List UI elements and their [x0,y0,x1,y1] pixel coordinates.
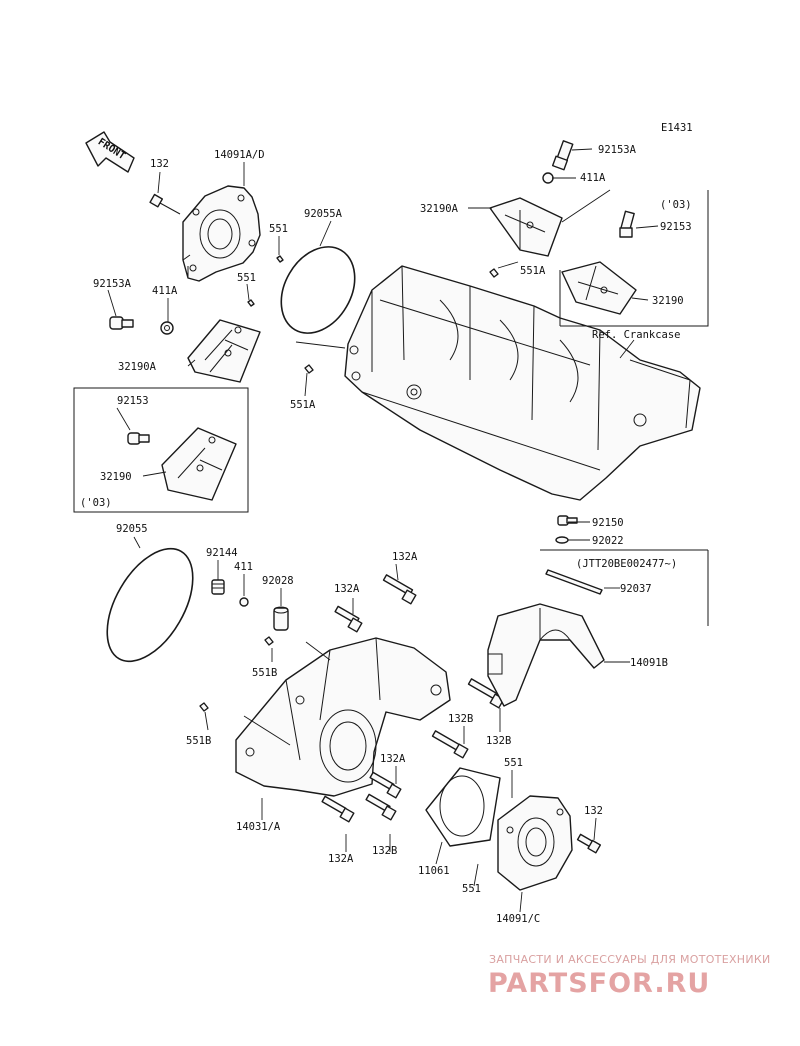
bolt-92153a-left [109,316,134,330]
callout-92055a: 92055A [304,208,343,220]
bolt-132-right [576,833,602,854]
year-note-right: ('03) [660,199,692,211]
callout-551a-left: 551A [290,399,316,411]
callout-32190a-left: 32190A [118,361,157,373]
gasket-11061 [425,767,501,847]
cover-14091b [487,603,605,707]
washer-92022 [555,536,569,544]
watermark-tagline: ЗАПЧАСТИ И АКСЕССУАРЫ ДЛЯ МОТОТЕХНИКИ [489,953,771,966]
serial-note: (JTT20BE002477~) [576,558,677,570]
callout-132a-1: 132A [392,551,418,563]
watermark-brand: PARTSFOR.RU [488,968,710,999]
variant-box-left [73,387,249,513]
callout-132b-2: 132B [486,735,511,747]
bolt-92153-right [619,210,635,238]
callout-551a-right: 551A [520,265,546,277]
callout-32190-right: 32190 [652,295,684,307]
callout-132a-2: 132A [334,583,360,595]
bushing-92028 [273,606,289,631]
callout-32190a-right: 32190A [420,203,459,215]
pin-551b-lower [199,702,209,712]
pin-551a-left [304,364,314,374]
washer-411a-right [542,172,554,184]
callout-92055: 92055 [116,523,148,535]
callout-551-c: 551 [504,757,523,769]
callout-92153a-left: 92153A [93,278,132,290]
bracket-32190a-right [489,197,563,257]
callout-32190-left: 32190 [100,471,132,483]
spring-92144 [211,579,225,595]
watermark: ЗАПЧАСТИ И АКСЕССУАРЫ ДЛЯ МОТОТЕХНИКИ PA… [488,953,771,999]
callout-92037: 92037 [620,583,652,595]
pin-551b-upper [264,636,274,646]
callout-551-d: 551 [462,883,481,895]
callout-551b-upper: 551B [252,667,277,679]
serial-range-line [540,549,709,626]
callout-132b-1: 132B [448,713,473,725]
callout-92153a-right: 92153A [598,144,637,156]
callout-14091a-d: 14091A/D [214,149,265,161]
callout-92144: 92144 [206,547,238,559]
bolt-132a-4 [321,795,355,823]
bolt-92150 [557,515,578,526]
callout-14091b: 14091B [630,657,668,669]
callout-labels: 132 14091A/D 92055A 551 551 92153A 411A … [80,144,692,925]
pin-551-b [247,299,255,307]
leader-lines [107,148,659,913]
callout-132a-3: 132A [380,753,406,765]
bolt-132a-1 [382,574,417,605]
callout-92153-right: 92153 [660,221,692,233]
callout-14031-a: 14031/A [236,821,281,833]
bolt-92153-left [127,432,150,445]
oring-92055a [280,246,356,334]
diagram-id: E1431 [661,122,693,134]
bracket-32190-right [561,261,637,315]
pin-551-a [276,255,284,263]
cover-14091-c [497,795,573,891]
oring-92055 [106,547,194,663]
bolt-132b-2 [431,730,469,759]
washer-411 [239,597,249,607]
rod-92037 [545,569,603,595]
bracket-32190a-left [187,319,261,383]
cover-14031-a [235,637,451,797]
callout-551b-lower: 551B [186,735,211,747]
callout-92022: 92022 [592,535,624,547]
callout-14091-c: 14091/C [496,913,540,925]
year-note-left: ('03) [80,497,112,509]
callout-92153-left: 92153 [117,395,149,407]
cover-14091a-d [182,185,261,282]
callout-92150: 92150 [592,517,624,529]
bracket-32190-left [161,427,237,501]
front-arrow-icon: FRONT [85,131,135,173]
pin-551a-right [489,268,499,278]
callout-411: 411 [234,561,253,573]
bolt-92153a-right [551,140,574,171]
ref-crankcase-label: Ref. Crankcase [592,329,681,341]
callout-551-a: 551 [269,223,288,235]
washer-411a-left [160,321,174,335]
callout-132-right: 132 [584,805,603,817]
bolt-132a-2 [334,605,363,633]
callout-11061: 11061 [418,865,450,877]
callout-132a-4: 132A [328,853,354,865]
callout-132-top: 132 [150,158,169,170]
bolt-132b-3 [365,793,397,821]
callout-132b-3: 132B [372,845,397,857]
callout-411a-left: 411A [152,285,178,297]
crankcase [344,265,701,501]
variant-box-right [559,190,709,327]
callout-411a-right: 411A [580,172,606,184]
bolt-132a-3 [369,771,402,799]
bolt-132-top [149,193,181,215]
callout-551-b: 551 [237,272,256,284]
callout-92028: 92028 [262,575,294,587]
